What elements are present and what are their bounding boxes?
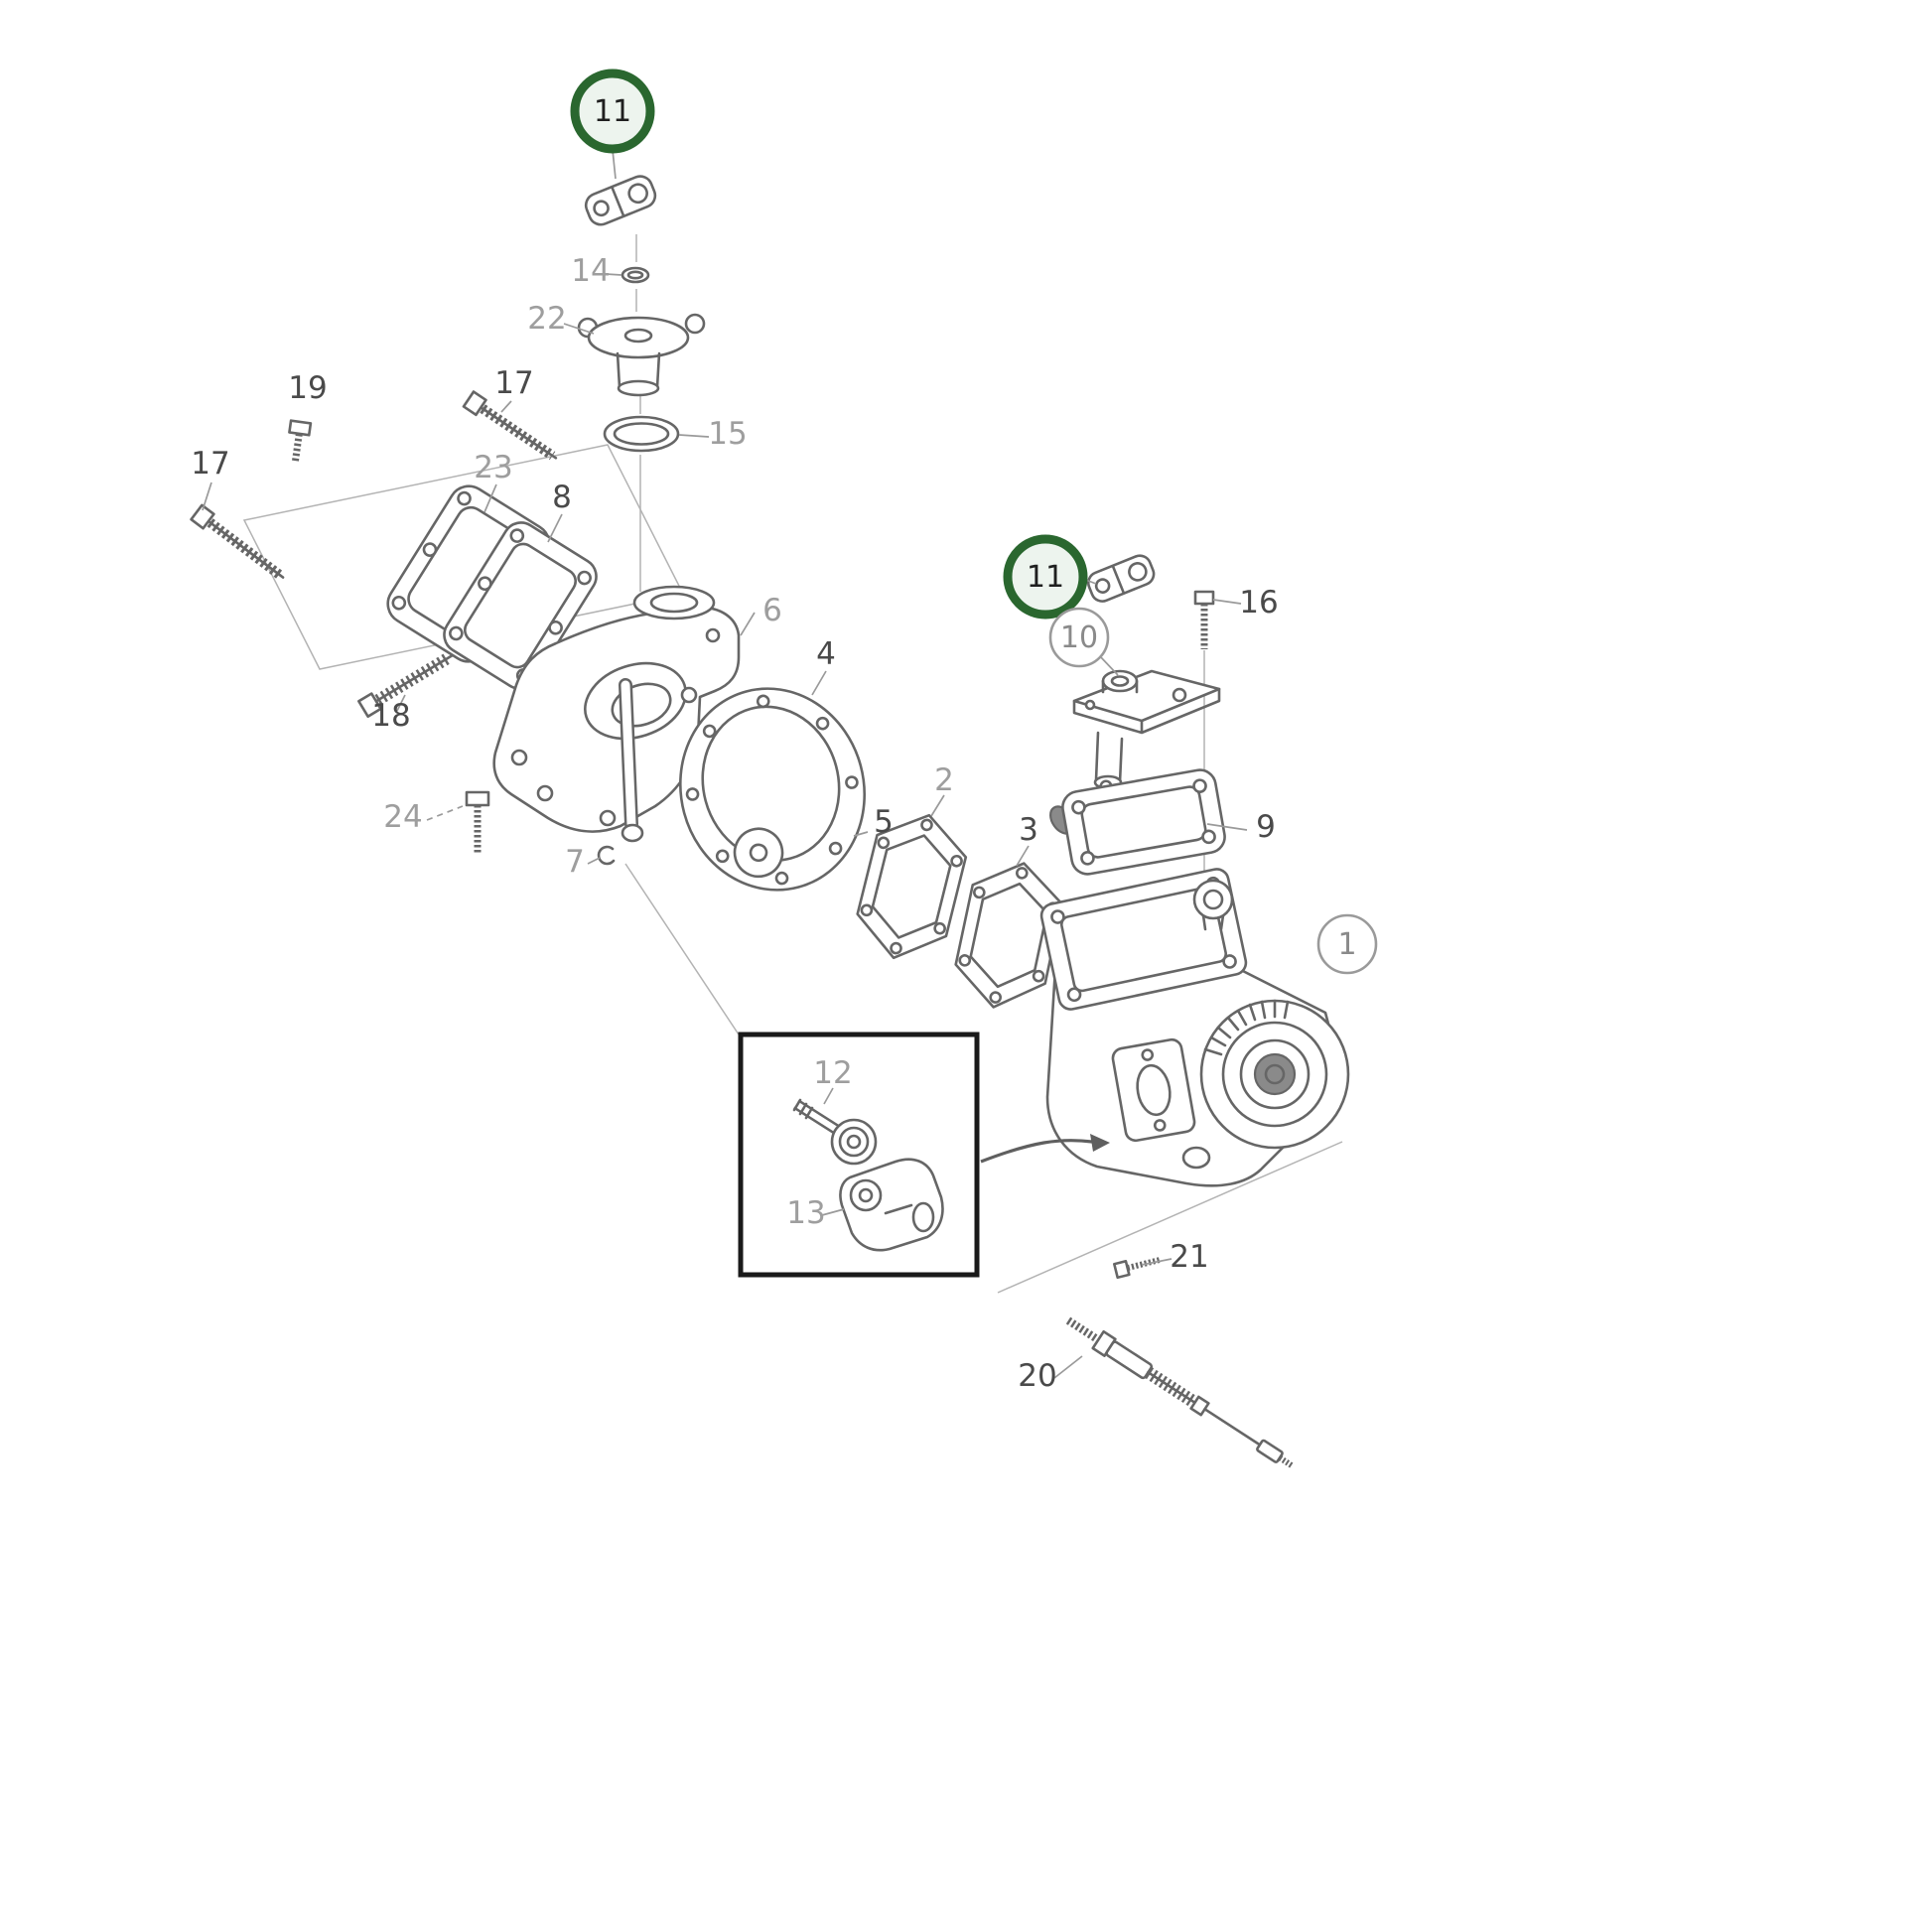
bolt-16 [1193,590,1215,649]
label-14: 14 [571,253,610,289]
clip-7 [597,845,616,866]
callout-10-label: 10 [1060,621,1098,655]
label-17-left: 17 [191,446,229,482]
label-16: 16 [1239,585,1278,621]
inset-box [738,1032,980,1278]
bolt-18-spring-stud [357,652,457,719]
label-21: 21 [1170,1239,1208,1275]
inset-pointer-arrow [980,1134,1110,1164]
pump-body-1 [1039,868,1350,1187]
label-19: 19 [288,370,327,406]
bolt-19 [288,419,313,465]
pump-front-flange [1111,1037,1196,1143]
label-9: 9 [1256,809,1276,845]
knurl-ribs [1203,999,1290,1056]
valve-body-13 [839,1158,944,1252]
gasket-8 [443,521,598,690]
callout-1-label: 1 [1337,927,1356,962]
label-23: 23 [474,450,512,485]
o-ring-14 [621,266,650,284]
leader-lines [202,149,1248,1379]
callout-1[interactable]: 1 [1316,913,1378,975]
label-5: 5 [874,804,894,840]
label-4: 4 [816,636,836,672]
label-8: 8 [552,480,572,515]
part-labels: 19 17 17 23 8 14 22 15 6 4 18 24 7 5 2 3… [191,253,1278,1394]
plunger-12 [792,1098,878,1166]
bracket-11-top [584,175,657,226]
label-7: 7 [565,844,585,880]
label-15: 15 [708,416,747,452]
label-17-top: 17 [494,365,533,401]
callout-11-right[interactable]: 11 [1003,534,1088,620]
label-3: 3 [1019,812,1038,848]
bolt-17-left [190,503,285,580]
bolt-24 [465,790,490,854]
gasket-2 [856,813,968,960]
bolt-21 [1113,1256,1162,1280]
housing-6 [492,585,741,843]
label-2: 2 [934,762,954,798]
label-20: 20 [1018,1358,1056,1394]
gasket-9 [1061,768,1226,876]
cable-assembly-20 [1065,1316,1294,1468]
label-24: 24 [383,799,422,835]
callout-10[interactable]: 10 [1048,607,1110,668]
label-22: 22 [527,301,566,337]
label-12: 12 [813,1055,852,1091]
o-ring-15 [603,415,680,453]
label-13: 13 [786,1195,825,1231]
bolt-17-top [462,390,558,461]
bracket-11-right [1086,554,1156,603]
callout-11-top-label: 11 [594,94,631,129]
callout-11-right-label: 11 [1027,560,1064,595]
label-6: 6 [762,593,782,628]
gasket-4 [678,687,867,892]
label-18: 18 [371,698,410,734]
fitting-22 [577,313,706,397]
callout-11-top[interactable]: 11 [570,69,655,154]
